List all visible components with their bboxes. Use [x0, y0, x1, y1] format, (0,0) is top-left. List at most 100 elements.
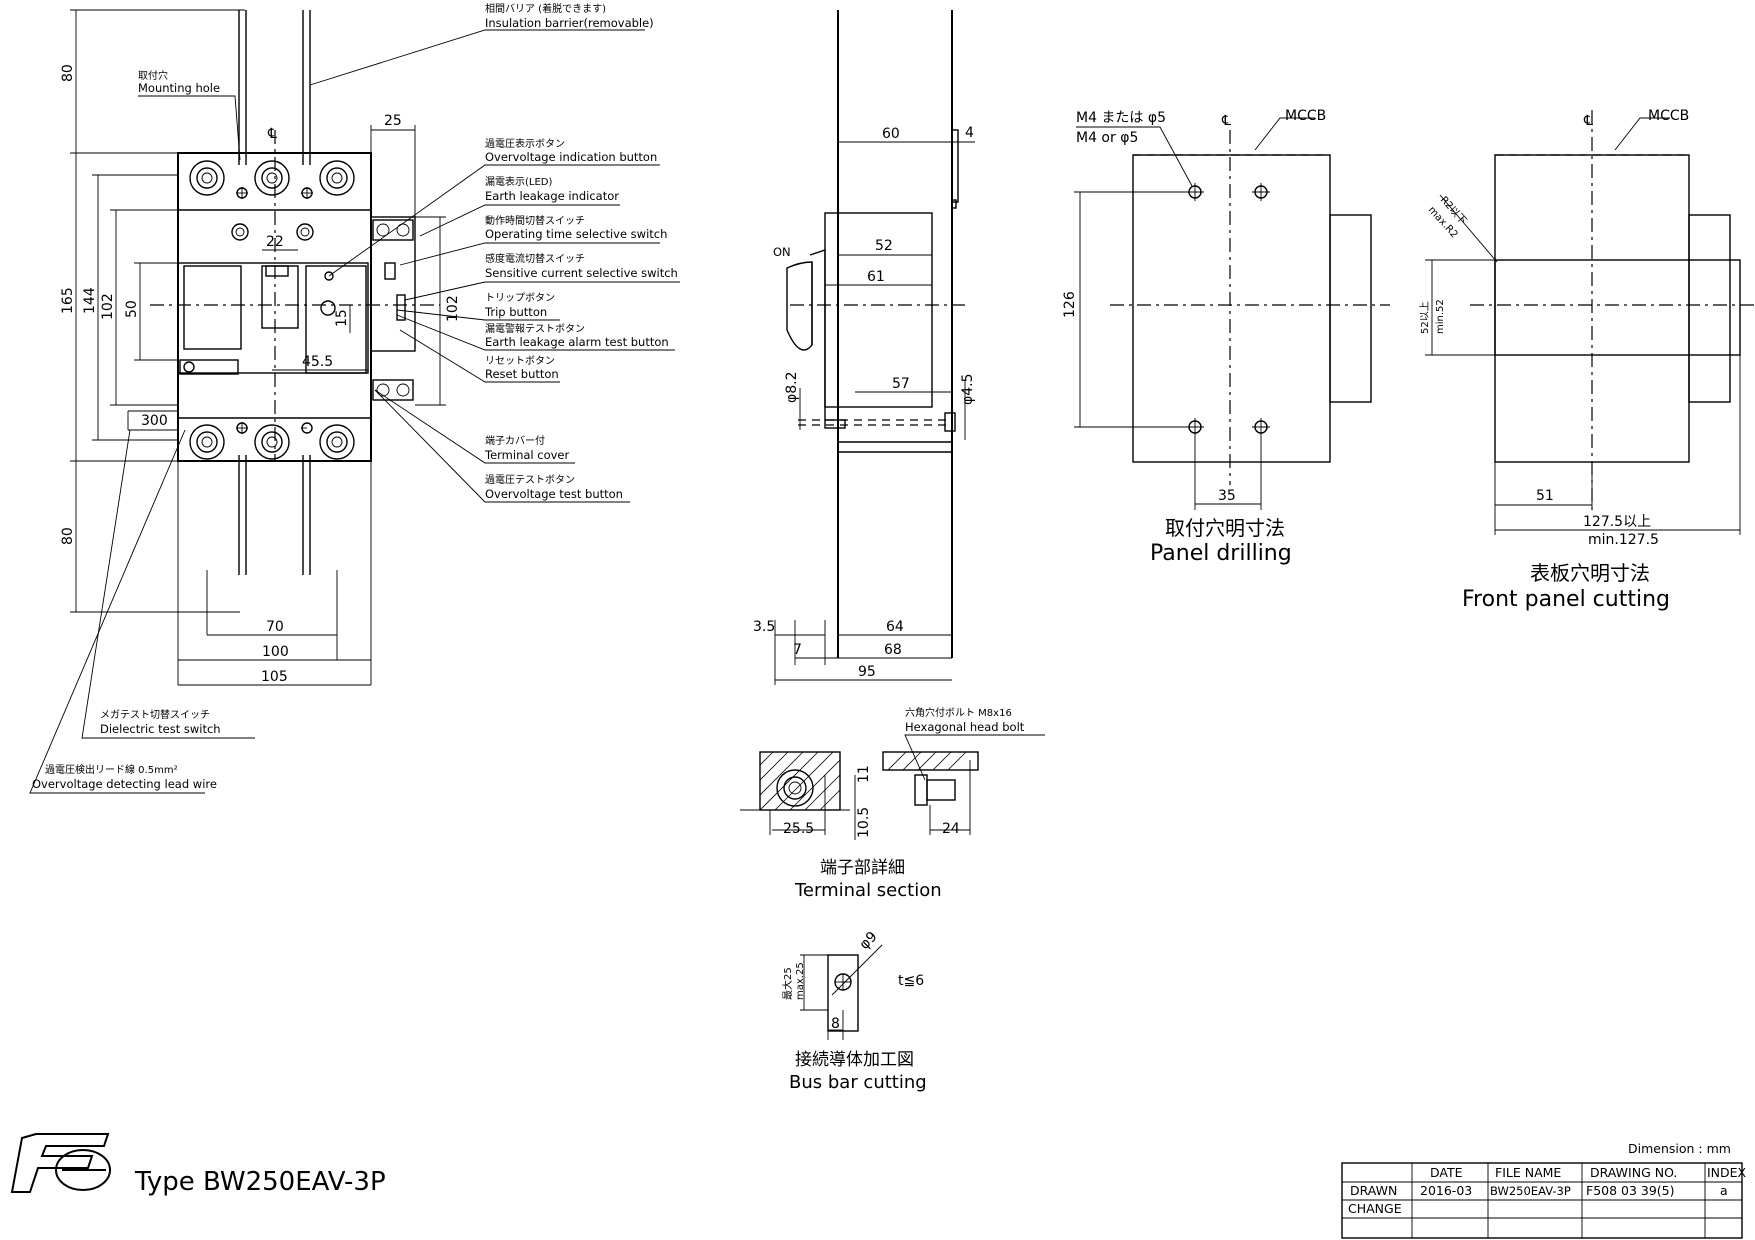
dim-60: 60 — [882, 126, 900, 142]
dim-70: 70 — [266, 619, 284, 635]
dim-57: 57 — [892, 376, 910, 392]
dim-phi-4-5: φ4.5 — [960, 374, 976, 406]
dim-4: 4 — [965, 125, 974, 141]
busbar-cutting — [800, 944, 883, 1040]
type-label: Type BW250EAV-3P — [134, 1167, 386, 1197]
label-operating-time-jp: 動作時間切替スイッチ — [485, 214, 585, 227]
dim-80-bottom: 80 — [60, 527, 76, 545]
dim-24: 24 — [942, 821, 960, 837]
dim-52: 52 — [875, 238, 893, 254]
dim-25-5: 25.5 — [783, 821, 814, 837]
terminal-section — [740, 734, 1045, 840]
front-view — [29, 9, 680, 794]
centerline-mark: ℄ — [1221, 113, 1231, 129]
caption-panel-drilling-jp: 取付穴明寸法 — [1165, 516, 1285, 540]
dim-80-top: 80 — [60, 64, 76, 82]
label-dielectric-test-jp: メガテスト切替スイッチ — [100, 708, 210, 721]
label-m4-en: M4 or φ5 — [1076, 130, 1138, 146]
label-terminal-cover-jp: 端子カバー付 — [485, 434, 545, 447]
dim-50: 50 — [124, 300, 140, 318]
label-lead-wire-en: Overvoltage detecting lead wire — [32, 777, 217, 791]
caption-busbar-cutting-jp: 接続導体加工図 — [795, 1050, 914, 1070]
row-drawn-label: DRAWN — [1350, 1183, 1397, 1198]
label-min127-5-en: min.127.5 — [1588, 532, 1659, 548]
caption-front-panel-cutting-jp: 表板穴明寸法 — [1530, 561, 1650, 585]
label-reset-button-en: Reset button — [485, 367, 559, 381]
dim-126: 126 — [1062, 291, 1078, 318]
dim-61: 61 — [867, 269, 885, 285]
dimension-unit: Dimension : mm — [1628, 1141, 1731, 1156]
centerline-mark: ℄ — [267, 126, 277, 142]
label-hex-bolt-en: Hexagonal head bolt — [905, 720, 1025, 734]
label-trip-button-en: Trip button — [484, 305, 547, 319]
label-overvoltage-test-jp: 過電圧テストボタン — [485, 474, 575, 486]
label-mccb: MCCB — [1285, 108, 1326, 124]
dim-105: 105 — [261, 669, 288, 685]
label-operating-time-en: Operating time selective switch — [485, 227, 667, 241]
fe-logo — [10, 1133, 111, 1193]
caption-busbar-cutting-en: Bus bar cutting — [789, 1072, 927, 1093]
label-mounting-hole-jp: 取付穴 — [138, 69, 168, 82]
dim-11: 11 — [856, 765, 872, 783]
label-overvoltage-test-en: Overvoltage test button — [485, 487, 623, 501]
label-insulation-barrier-en: Insulation barrier(removable) — [485, 16, 654, 30]
label-mccb: MCCB — [1648, 108, 1689, 124]
centerline-mark: ℄ — [1583, 113, 1593, 129]
header-index: INDEX — [1707, 1165, 1747, 1180]
label-lead-wire-jp: 過電圧検出リード線 0.5mm² — [45, 763, 178, 776]
label-alarm-test-en: Earth leakage alarm test button — [485, 335, 669, 349]
label-overvoltage-indication-en: Overvoltage indication button — [485, 150, 657, 164]
header-drawing-no: DRAWING NO. — [1590, 1165, 1677, 1180]
dim-102: 102 — [100, 293, 116, 320]
label-alarm-test-jp: 漏電警報テストボタン — [485, 322, 585, 335]
dim-51: 51 — [1536, 488, 1554, 504]
label-earth-leakage-indicator-jp: 漏電表示(LED) — [485, 175, 552, 188]
header-file-name: FILE NAME — [1495, 1165, 1561, 1180]
side-view — [774, 10, 975, 685]
captions: 取付穴明寸法 Panel drilling 表板穴明寸法 Front panel… — [789, 516, 1670, 1093]
row-drawn-file: BW250EAV-3P — [1490, 1184, 1571, 1198]
label-max25-en: max.25 — [795, 962, 806, 1000]
labels: 相間バリア (着脱できます) Insulation barrier(remova… — [32, 2, 1689, 1000]
label-m4-jp: M4 または φ5 — [1076, 110, 1166, 126]
dim-300: 300 — [141, 413, 168, 429]
label-hex-bolt-jp: 六角穴付ボルト M8x16 — [905, 706, 1012, 719]
label-t6: t≦6 — [898, 973, 924, 989]
panel-drilling-view — [1074, 117, 1390, 510]
label-dielectric-test-en: Dielectric test switch — [100, 722, 221, 736]
title-block: Dimension : mm DATE FILE NAME DRAWING NO… — [1341, 1141, 1747, 1239]
front-panel-cutting-view — [1425, 110, 1755, 535]
dim-102-right: 102 — [445, 295, 461, 322]
label-min52-jp: 52以上 — [1419, 301, 1431, 334]
dim-68: 68 — [884, 642, 902, 658]
dim-100: 100 — [262, 644, 289, 660]
dim-phi-8-2: φ8.2 — [784, 372, 800, 404]
label-mounting-hole-en: Mounting hole — [138, 81, 220, 95]
label-terminal-cover-en: Terminal cover — [484, 448, 569, 462]
dim-8: 8 — [831, 1016, 840, 1032]
dim-3-5: 3.5 — [753, 619, 775, 635]
dim-10-5: 10.5 — [856, 807, 872, 838]
label-min52-en: min.52 — [1435, 299, 1446, 334]
dim-22: 22 — [266, 234, 284, 250]
dim-25: 25 — [384, 113, 402, 129]
dimensions: 80 165 144 102 50 80 25 22 15 45.5 102 3… — [60, 64, 1554, 1032]
row-drawn-drawing: F508 03 39(5) — [1586, 1183, 1675, 1198]
header-date: DATE — [1430, 1165, 1463, 1180]
label-min127-5-jp: 127.5以上 — [1583, 514, 1651, 530]
dim-45-5: 45.5 — [302, 354, 333, 370]
dim-phi-9: φ9 — [857, 929, 881, 953]
dim-64: 64 — [886, 619, 904, 635]
dim-165: 165 — [60, 287, 76, 314]
row-drawn-date: 2016-03 — [1420, 1183, 1472, 1198]
dim-95: 95 — [858, 664, 876, 680]
label-insulation-barrier-jp: 相間バリア (着脱できます) — [485, 2, 606, 15]
caption-front-panel-cutting-en: Front panel cutting — [1462, 587, 1670, 612]
caption-terminal-section-jp: 端子部詳細 — [820, 858, 905, 878]
row-change-label: CHANGE — [1348, 1201, 1402, 1216]
label-earth-leakage-indicator-en: Earth leakage indicator — [485, 189, 619, 203]
label-reset-button-jp: リセットボタン — [485, 355, 555, 367]
dim-15: 15 — [334, 309, 350, 327]
label-sensitive-current-jp: 感度電流切替スイッチ — [485, 252, 585, 265]
